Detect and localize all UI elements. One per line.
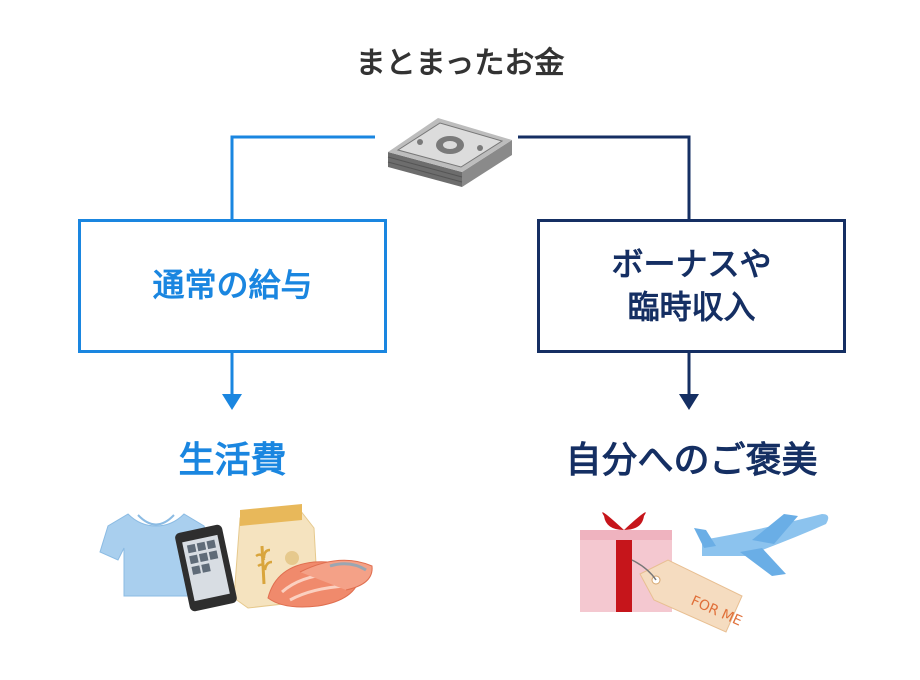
salmon-icon xyxy=(267,559,373,608)
page-title: まとまったお金 xyxy=(355,46,565,81)
left-arrow-head xyxy=(222,394,242,410)
bonus-label-line1: ボーナスや xyxy=(611,244,772,283)
bonus-income-box: ボーナスや 臨時収入 xyxy=(537,219,846,353)
regular-salary-label: 通常の給与 xyxy=(152,266,313,305)
living-expenses-label: 生活費 xyxy=(178,440,287,481)
airplane-icon xyxy=(694,514,829,576)
right-connector-line xyxy=(518,135,691,219)
bonus-label-line2: 臨時収入 xyxy=(627,288,756,326)
money-stack-icon xyxy=(387,118,512,187)
right-arrow-head xyxy=(679,394,699,410)
left-connector-line xyxy=(230,135,375,219)
regular-salary-box: 通常の給与 xyxy=(78,219,387,353)
self-reward-label: 自分へのご褒美 xyxy=(565,440,818,481)
smartphone-icon xyxy=(175,524,237,612)
